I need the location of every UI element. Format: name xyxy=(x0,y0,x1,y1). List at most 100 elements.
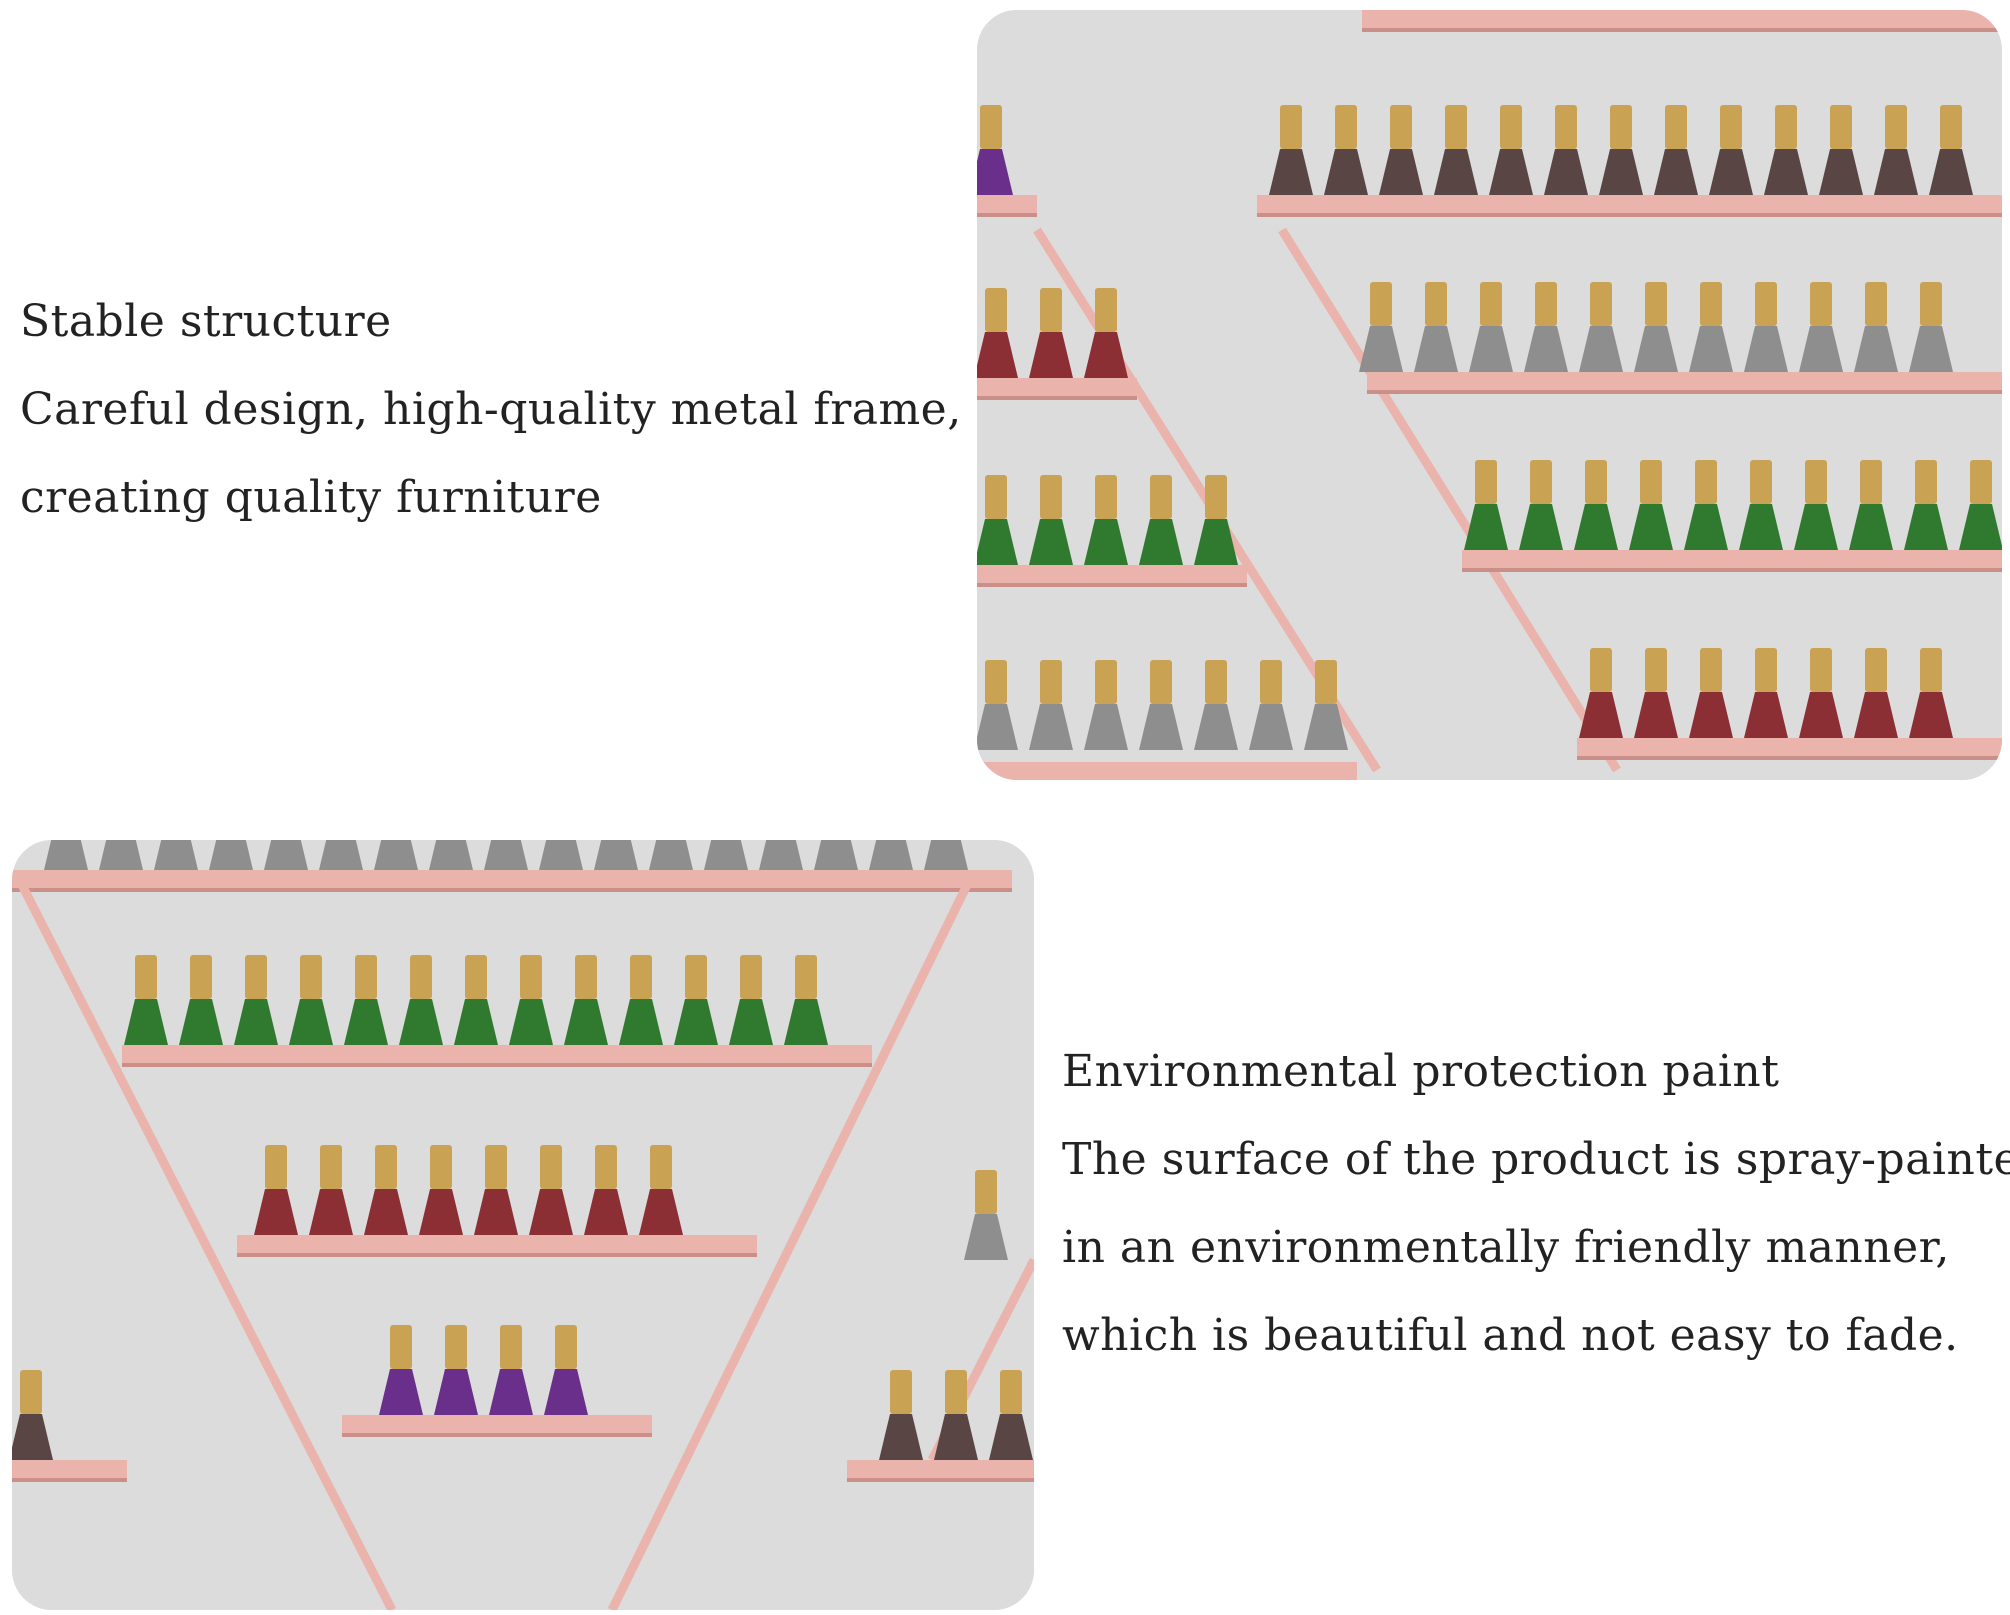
bottle xyxy=(964,1214,1008,1260)
bottle xyxy=(309,1189,353,1235)
bottle-cap xyxy=(1095,660,1117,704)
bottle xyxy=(1764,149,1808,195)
bottle-cap xyxy=(1805,460,1827,504)
bottle xyxy=(1269,149,1313,195)
bottle-cap xyxy=(1150,660,1172,704)
bottle xyxy=(344,999,388,1045)
bottle xyxy=(1744,692,1788,738)
bottle-cap xyxy=(1425,282,1447,326)
bottle-cap xyxy=(1445,105,1467,149)
shelf-shadow xyxy=(342,1433,652,1437)
bottle-cap xyxy=(320,1145,342,1189)
bottle xyxy=(674,999,718,1045)
bottle-cap xyxy=(985,475,1007,519)
bottle xyxy=(619,999,663,1045)
bottle xyxy=(1379,149,1423,195)
bottle-cap xyxy=(1205,475,1227,519)
bottle-cap xyxy=(1640,460,1662,504)
bottle xyxy=(44,840,88,870)
shelf-shadow xyxy=(1257,213,2002,217)
bottle xyxy=(364,1189,408,1235)
bottle xyxy=(374,840,418,870)
bottle-cap xyxy=(1390,105,1412,149)
bottle-cap xyxy=(375,1145,397,1189)
bottle-cap xyxy=(1475,460,1497,504)
bottle xyxy=(179,999,223,1045)
feature-text-line: creating quality furniture xyxy=(20,472,602,523)
bottle xyxy=(1904,504,1948,550)
bottle xyxy=(584,1189,628,1235)
shelf-shadow xyxy=(122,1063,872,1067)
bottle-cap xyxy=(1665,105,1687,149)
shelf-plank xyxy=(977,378,1137,396)
bottle-cap xyxy=(1645,282,1667,326)
bottle-cap xyxy=(945,1370,967,1414)
shelf-shadow xyxy=(1577,756,2002,760)
bottle-cap xyxy=(300,955,322,999)
bottle-cap xyxy=(975,1170,997,1214)
shelf-shadow xyxy=(977,583,1247,587)
shelf-shadow xyxy=(847,1478,1034,1482)
bottle xyxy=(1414,326,1458,372)
bottle xyxy=(1464,504,1508,550)
shelf-shadow xyxy=(1362,28,2002,32)
bottle xyxy=(1634,326,1678,372)
bottle-cap xyxy=(1280,105,1302,149)
bottle xyxy=(474,1189,518,1235)
bottle xyxy=(1194,519,1238,565)
shelf-plank xyxy=(237,1235,757,1253)
bottle xyxy=(154,840,198,870)
bottle-cap xyxy=(1535,282,1557,326)
bottle-cap xyxy=(410,955,432,999)
bottle xyxy=(509,999,553,1045)
bottle-cap xyxy=(1645,648,1667,692)
bottle xyxy=(1029,332,1073,378)
bottle-cap xyxy=(265,1145,287,1189)
shelf-plank xyxy=(977,195,1037,213)
bottle-cap xyxy=(1315,660,1337,704)
bottle xyxy=(1029,704,1073,750)
shelf-plank xyxy=(847,1460,1034,1478)
shelf-plank xyxy=(977,565,1247,583)
frame-strut xyxy=(607,883,972,1610)
bottle xyxy=(1524,326,1568,372)
bottle-cap xyxy=(1590,648,1612,692)
bottle-cap xyxy=(1940,105,1962,149)
bottle xyxy=(1959,504,2002,550)
bottle-cap xyxy=(1920,648,1942,692)
bottle xyxy=(12,1414,53,1460)
bottle-cap xyxy=(595,1145,617,1189)
bottle xyxy=(1909,326,1953,372)
bottle-cap xyxy=(1590,282,1612,326)
feature-stable-structure: Stable structure Careful design, high-qu… xyxy=(20,278,962,542)
bottle xyxy=(429,840,473,870)
bottle-cap xyxy=(985,288,1007,332)
bottle xyxy=(454,999,498,1045)
bottle xyxy=(1634,692,1678,738)
bottle-cap xyxy=(985,660,1007,704)
bottle-cap xyxy=(1040,660,1062,704)
bottle xyxy=(399,999,443,1045)
bottle xyxy=(564,999,608,1045)
bottle xyxy=(319,840,363,870)
bottle xyxy=(977,519,1018,565)
bottle-cap xyxy=(1335,105,1357,149)
bottle-cap xyxy=(1720,105,1742,149)
bottle-cap xyxy=(485,1145,507,1189)
bottle-cap xyxy=(1885,105,1907,149)
bottle xyxy=(1139,704,1183,750)
feature-text-line: The surface of the product is spray-pain… xyxy=(1062,1134,2010,1185)
bottle xyxy=(977,149,1013,195)
bottle-cap xyxy=(1775,105,1797,149)
bottle xyxy=(1029,519,1073,565)
bottle xyxy=(124,999,168,1045)
bottle-cap xyxy=(980,105,1002,149)
bottle xyxy=(784,999,828,1045)
shelf-plank xyxy=(122,1045,872,1063)
shelf-plank xyxy=(1257,195,2002,213)
feature-heading: Stable structure xyxy=(20,296,392,347)
bottle xyxy=(1689,326,1733,372)
bottle-cap xyxy=(1040,475,1062,519)
bottle xyxy=(1139,519,1183,565)
bottle-cap xyxy=(1095,288,1117,332)
